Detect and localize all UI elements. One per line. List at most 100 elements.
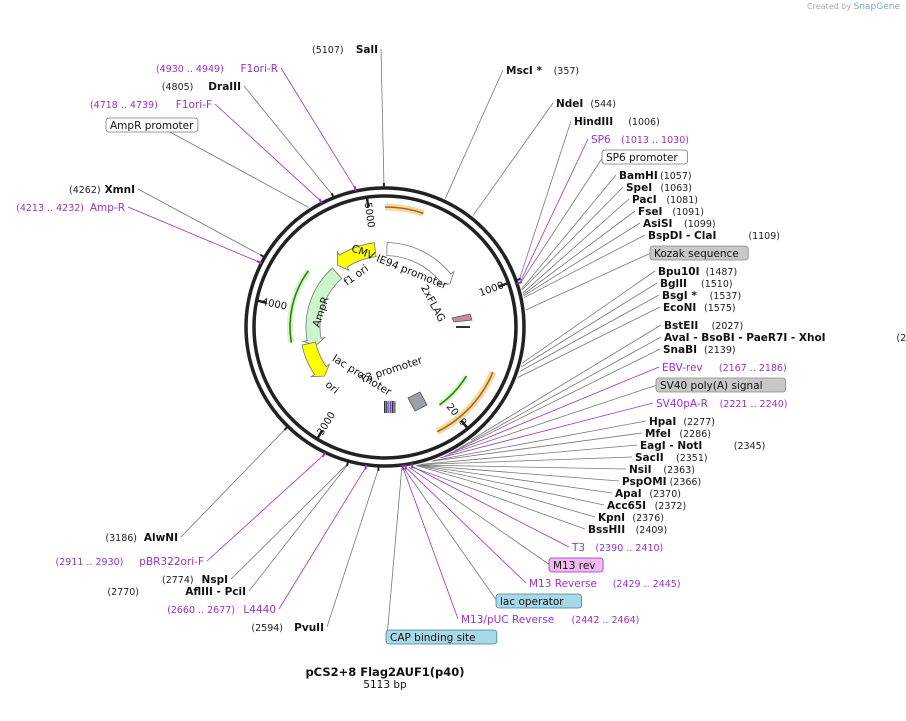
site-mark xyxy=(353,186,357,192)
leader-line xyxy=(522,270,656,364)
enzyme-position: (2345) xyxy=(734,441,766,452)
leader-line xyxy=(386,467,403,638)
tick-label: 4000 xyxy=(261,297,288,313)
enzyme-position: (2372) xyxy=(655,501,687,512)
enzyme-label: AlwNI xyxy=(144,532,178,544)
leader-line xyxy=(454,348,661,452)
leader-line xyxy=(519,138,589,283)
site-mark xyxy=(410,463,414,469)
primer-position: (2221 .. 2240) xyxy=(720,399,788,410)
enzyme-position: (1099) xyxy=(684,219,716,230)
leader-line xyxy=(408,466,551,566)
enzyme-label: BsgI * xyxy=(662,290,697,302)
site-mark xyxy=(259,253,266,259)
enzyme-label: SnaBI xyxy=(663,344,697,356)
leader-line xyxy=(417,464,620,482)
enzyme-position: (2770) xyxy=(107,587,139,598)
enzyme-label: SacII xyxy=(635,452,664,464)
primer-position: (2442 .. 2464) xyxy=(572,615,640,626)
leader-line xyxy=(420,456,633,465)
enzyme-label: MscI * xyxy=(506,65,542,77)
enzyme-label: EagI - NotI xyxy=(640,440,702,452)
leader-line xyxy=(278,467,366,610)
orange-feature-top xyxy=(384,206,424,215)
enzyme-position: (5107) xyxy=(312,45,344,56)
leader-line xyxy=(459,336,662,449)
green-feature xyxy=(438,375,468,406)
orange-feature-right xyxy=(436,371,494,433)
site-mark xyxy=(346,460,350,467)
enzyme-position: (2139) xyxy=(704,345,736,356)
primer-position: (2429 .. 2445) xyxy=(613,579,681,590)
tick-label: 5000 xyxy=(362,202,376,229)
leader-line xyxy=(248,463,349,592)
site-mark xyxy=(321,451,326,458)
inner-feature-label: ori xyxy=(323,379,341,397)
enzyme-position: (1081) xyxy=(666,195,698,206)
enzyme-position: (4805) xyxy=(162,82,194,93)
enzyme-position: (1575) xyxy=(704,303,736,314)
leader-line xyxy=(326,468,379,628)
credit-prefix: Created by xyxy=(807,2,852,11)
plasmid-name: pCS2+8 Flag2AUF1(p40) xyxy=(305,665,465,679)
enzyme-position: (357) xyxy=(554,66,580,77)
feature-box-label: AmpR promoter xyxy=(110,120,194,132)
leader-line xyxy=(518,120,572,281)
enzyme-label: BssHII xyxy=(588,524,625,536)
enzyme-label: EcoNI xyxy=(663,302,696,314)
site-mark xyxy=(364,464,368,470)
enzyme-label: PacI xyxy=(632,194,657,206)
lac-element xyxy=(390,401,392,413)
site-mark xyxy=(515,277,521,282)
enzyme-label: AvaI - BsoBI - PaeR7I - XhoI xyxy=(664,332,826,344)
flag-tag xyxy=(451,313,473,323)
leader-line xyxy=(523,210,636,295)
feature-box-label-box xyxy=(649,245,749,261)
feature-box-label-box xyxy=(105,117,199,133)
lac-element xyxy=(384,401,386,413)
ori-arrow xyxy=(301,341,331,378)
leader-line xyxy=(523,222,641,297)
tick-line xyxy=(316,429,324,440)
lac-element xyxy=(394,401,396,413)
feature-box-label: lac operator xyxy=(500,596,564,608)
site-mark xyxy=(256,260,262,265)
enzyme-label: PspOMI xyxy=(622,476,667,488)
enzyme-label: SalI xyxy=(356,44,378,56)
enzyme-position: (2370) xyxy=(649,489,681,500)
site-mark xyxy=(404,464,408,470)
leader-line xyxy=(431,432,643,462)
tick-line xyxy=(460,420,469,430)
leader-line xyxy=(432,420,647,462)
enzyme-position: (1091) xyxy=(672,207,704,218)
leader-line xyxy=(416,464,605,506)
leader-line xyxy=(418,464,627,470)
feature-box-label-box xyxy=(495,593,582,609)
enzyme-label: AsiSI xyxy=(643,218,672,230)
leader-line xyxy=(523,234,646,299)
primer-label: L4440 xyxy=(243,604,276,616)
primer-label: pBR322ori-F xyxy=(139,556,204,568)
primer-position: (2660 .. 2677) xyxy=(167,605,235,616)
enzyme-position: (544) xyxy=(590,99,616,110)
leader-line xyxy=(472,102,554,216)
enzyme-position: (1109) xyxy=(748,231,780,242)
enzyme-position: (2106) xyxy=(896,333,906,344)
enzyme-position: (4262) xyxy=(69,185,101,196)
leader-line xyxy=(230,463,348,580)
enzyme-label: HpaI xyxy=(649,416,676,428)
feature-box-label: M13 rev xyxy=(553,560,596,572)
sv40-polya-shape xyxy=(407,391,428,412)
feature-box-label-box xyxy=(601,149,688,165)
enzyme-label: KpnI xyxy=(598,512,625,524)
enzyme-label: BspDI - ClaI xyxy=(648,230,716,242)
leader-line xyxy=(380,48,385,186)
primer-position: (4718 .. 4739) xyxy=(90,100,158,111)
leader-lines xyxy=(127,48,662,638)
feature-box-label: CAP binding site xyxy=(390,632,476,644)
site-mark xyxy=(330,192,335,199)
primer-label: T3 xyxy=(571,542,585,554)
enzyme-label: DraIII xyxy=(208,81,241,93)
tick-label: 1000 xyxy=(478,280,506,299)
